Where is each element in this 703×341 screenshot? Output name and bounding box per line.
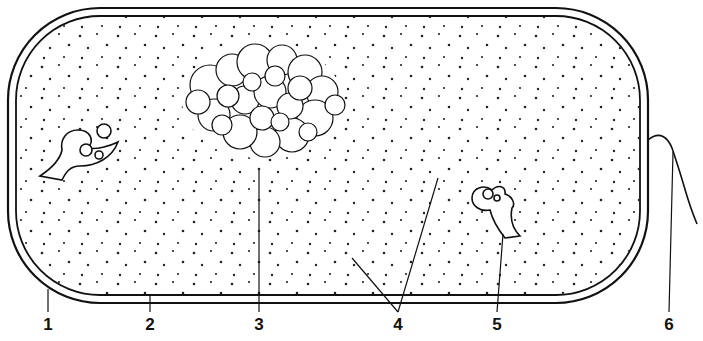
ribosomes <box>17 17 639 294</box>
mesosome <box>40 124 118 180</box>
cell-membrane <box>16 16 640 295</box>
callout-number: 6 <box>664 315 673 335</box>
callout-number: 2 <box>145 315 154 335</box>
mesosome <box>472 187 520 238</box>
nucleoid <box>182 42 345 158</box>
callout-number: 5 <box>492 315 501 335</box>
callout-number: 3 <box>254 315 263 335</box>
cell-wall <box>8 8 648 303</box>
leader-line <box>48 152 673 312</box>
callout-number: 1 <box>43 315 52 335</box>
callout-number: 4 <box>393 315 402 335</box>
